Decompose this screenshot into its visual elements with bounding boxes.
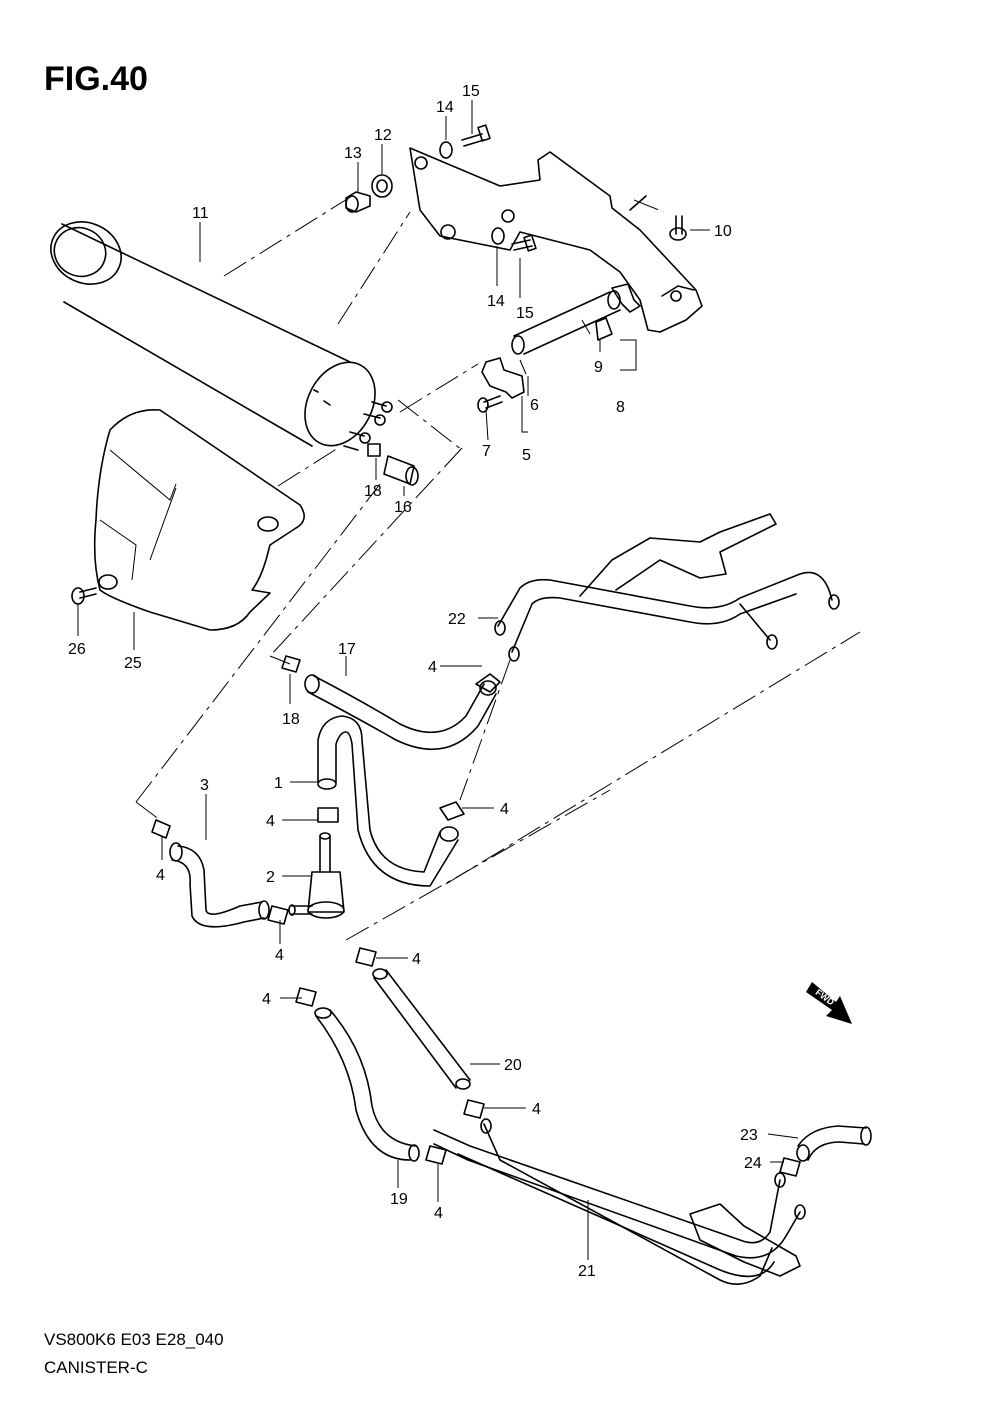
callout-14-top: 14 <box>436 99 454 116</box>
callout-labels: 11 12 13 14 15 10 14 15 9 8 6 7 5 18 16 … <box>68 83 762 1280</box>
callout-4-d: 4 <box>156 867 165 884</box>
phantom-lines <box>135 195 861 941</box>
callout-11: 11 <box>192 205 209 222</box>
callout-4-h: 4 <box>532 1101 541 1118</box>
hose-19 <box>314 1007 420 1162</box>
hose-1 <box>317 715 465 887</box>
figure-name: CANISTER-C <box>44 1358 148 1377</box>
callout-2: 2 <box>266 869 275 886</box>
callout-6: 6 <box>530 397 539 414</box>
hose-clips <box>151 807 485 1165</box>
fasteners <box>71 124 687 673</box>
hose-3 <box>169 842 270 928</box>
callout-16: 16 <box>394 499 412 516</box>
forward-arrow-icon: FWD <box>806 982 852 1024</box>
callout-20: 20 <box>504 1057 522 1074</box>
callout-12: 12 <box>374 127 392 144</box>
callout-4-f: 4 <box>412 951 421 968</box>
figure-code: VS800K6 E03 E28_040 <box>44 1330 224 1349</box>
callout-15-top: 15 <box>462 83 480 100</box>
hose-17 <box>304 673 501 751</box>
callout-4-i: 4 <box>434 1205 443 1222</box>
callout-1: 1 <box>274 775 283 792</box>
pipe-22 <box>494 513 840 662</box>
callout-18-top: 18 <box>364 483 382 500</box>
callout-7: 7 <box>482 443 491 460</box>
leader-lines <box>77 100 799 1260</box>
canister-cover <box>93 409 305 631</box>
pipe-21 <box>433 1118 806 1285</box>
canister-bracket <box>409 147 703 333</box>
hose-20 <box>372 968 471 1090</box>
callout-14-mid: 14 <box>487 293 505 310</box>
callout-3: 3 <box>200 777 209 794</box>
canister <box>50 221 393 451</box>
callout-4-c: 4 <box>500 801 509 818</box>
callout-5: 5 <box>522 447 531 464</box>
callout-4-a: 4 <box>428 659 437 676</box>
callout-13: 13 <box>344 145 362 162</box>
callout-8: 8 <box>616 399 625 416</box>
callout-21: 21 <box>578 1263 596 1280</box>
callout-18-low: 18 <box>282 711 300 728</box>
hose-23 <box>779 1125 872 1177</box>
callout-23: 23 <box>740 1127 758 1144</box>
callout-24: 24 <box>744 1155 762 1172</box>
clamp-assembly <box>481 283 641 399</box>
callout-26: 26 <box>68 641 86 658</box>
callout-22: 22 <box>448 611 466 628</box>
callout-4-e: 4 <box>275 947 284 964</box>
callout-4-g: 4 <box>262 991 271 1008</box>
callout-4-b: 4 <box>266 813 275 830</box>
callout-17: 17 <box>338 641 356 658</box>
callout-19: 19 <box>390 1191 408 1208</box>
figure-title: FIG.40 <box>44 60 148 98</box>
valve-2 <box>288 832 345 919</box>
callout-15-mid: 15 <box>516 305 534 322</box>
callout-25: 25 <box>124 655 142 672</box>
callout-9: 9 <box>594 359 603 376</box>
callout-10: 10 <box>714 223 732 240</box>
